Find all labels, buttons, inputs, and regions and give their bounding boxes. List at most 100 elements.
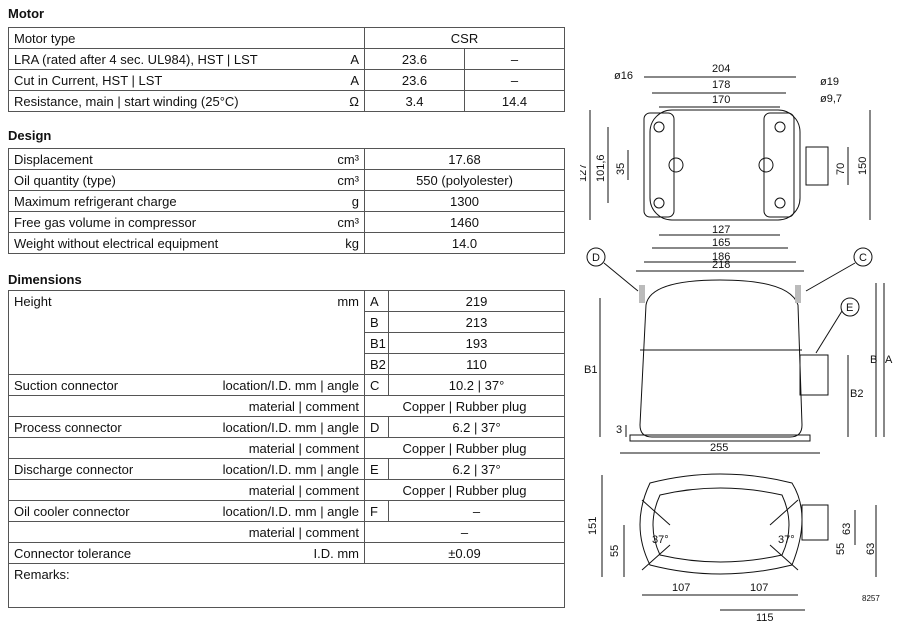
row-unit: g	[351, 193, 359, 209]
connector-value: –	[388, 500, 565, 522]
row-label: Cut in Current, HST | LST	[14, 72, 163, 88]
row-lst: –	[463, 48, 566, 70]
dimensions-title: Dimensions	[8, 272, 82, 287]
row-value: 550 (polyolester)	[364, 169, 565, 191]
callout-e: E	[846, 302, 853, 314]
connector-key: D	[364, 416, 389, 438]
connector-unit: material | comment	[8, 479, 365, 501]
connector-value: Copper | Rubber plug	[364, 395, 565, 417]
height-key: A	[364, 290, 389, 312]
height-label: Height	[14, 294, 52, 309]
tolerance-label: Connector tolerance	[14, 545, 132, 561]
connector-value: Copper | Rubber plug	[364, 479, 565, 501]
row-lst: 14.4	[463, 90, 566, 112]
dim-label: A	[885, 354, 893, 366]
dim-label: ø16	[614, 70, 633, 82]
dim-label: ø9,7	[820, 93, 842, 105]
connector-unit: location/I.D. mm | angle	[222, 461, 359, 477]
table-row: material | comment Copper | Rubber plug	[8, 395, 565, 417]
connector-value: –	[364, 521, 565, 543]
dim-label: 150	[857, 157, 869, 175]
dim-label: 178	[712, 79, 730, 91]
row-label: Free gas volume in compressor	[14, 214, 197, 230]
connector-unit: location/I.D. mm | angle	[222, 503, 359, 519]
dim-label: 55	[835, 543, 847, 555]
row-label: Maximum refrigerant charge	[14, 193, 177, 209]
bottom-view-body	[639, 473, 803, 575]
connector-key: E	[364, 458, 389, 480]
dim-label: 115	[756, 612, 774, 624]
row-value: 1300	[364, 190, 565, 212]
table-row: Remarks:	[8, 563, 565, 608]
height-unit: mm	[337, 294, 359, 309]
table-row: Process connector location/I.D. mm | angl…	[8, 416, 565, 438]
dim-label: 37°	[652, 534, 669, 546]
height-key: B	[364, 311, 389, 333]
height-value: 193	[388, 332, 565, 354]
motor-table: Motor type CSR LRA (rated after 4 sec. U…	[8, 27, 566, 112]
table-row: Height mm A 219	[8, 290, 565, 375]
dim-label: 151	[587, 517, 599, 535]
row-label: Displacement	[14, 151, 93, 167]
callout-d: D	[592, 252, 600, 264]
motor-type-label: Motor type	[8, 27, 365, 49]
dim-label: 107	[672, 582, 690, 594]
row-value: 14.0	[364, 232, 565, 254]
dim-label: 63	[841, 523, 853, 535]
dim-label: B2	[850, 388, 863, 400]
row-hst: 23.6	[364, 69, 465, 91]
connector-label: Process connector	[14, 419, 122, 435]
row-lst: –	[463, 69, 566, 91]
row-unit: cm³	[337, 151, 359, 167]
dim-label: B	[870, 354, 877, 366]
connector-key: C	[364, 374, 389, 396]
row-label: LRA (rated after 4 sec. UL984), HST | LS…	[14, 51, 258, 67]
callout-e-marker	[840, 297, 860, 317]
side-view-body	[639, 279, 803, 438]
dim-label: 55	[609, 545, 621, 557]
dim-label: 165	[712, 237, 730, 249]
dim-label: 107	[750, 582, 768, 594]
reference-code: 8257	[862, 594, 880, 603]
row-hst: 3.4	[364, 90, 465, 112]
connector-label: Oil cooler connector	[14, 503, 130, 519]
row-hst: 23.6	[364, 48, 465, 70]
dim-label: B1	[584, 364, 597, 376]
row-label: Weight without electrical equipment	[14, 235, 219, 251]
table-row: material | comment Copper | Rubber plug	[8, 437, 565, 459]
height-key: B1	[364, 332, 389, 354]
connector-unit: location/I.D. mm | angle	[222, 419, 359, 435]
dim-label: 127	[580, 164, 589, 182]
remarks-label: Remarks:	[8, 563, 565, 608]
motor-title: Motor	[8, 6, 45, 21]
height-value: 213	[388, 311, 565, 333]
tolerance-unit: I.D. mm	[313, 545, 360, 561]
dim-label: 255	[710, 442, 728, 454]
table-row: material | comment Copper | Rubber plug	[8, 479, 565, 501]
table-row: material | comment –	[8, 521, 565, 543]
table-row: LRA (rated after 4 sec. UL984), HST | LS…	[8, 48, 566, 70]
dim-label: 35	[615, 163, 627, 175]
row-unit: cm³	[337, 172, 359, 188]
dim-label: ø19	[820, 76, 839, 88]
dim-label: 70	[835, 163, 847, 175]
row-unit: A	[350, 72, 359, 88]
table-row: Oil cooler connector location/I.D. mm | a…	[8, 500, 565, 522]
row-unit: cm³	[337, 214, 359, 230]
table-row: Resistance, main | start winding (25°C)Ω…	[8, 90, 566, 112]
height-value: 219	[388, 290, 565, 312]
dim-label: 101,6	[595, 154, 607, 182]
row-value: 17.68	[364, 148, 565, 170]
compressor-drawing: 204 178 170 ø16 ø19 ø9,7 127 101,6 35 70…	[580, 63, 893, 624]
table-row: Oil quantity (type)cm³ 550 (polyolester)	[8, 169, 565, 191]
dim-label: 218	[712, 259, 730, 271]
motor-type-value: CSR	[363, 27, 566, 49]
connector-label: Suction connector	[14, 377, 119, 393]
height-value: 110	[388, 353, 565, 375]
connector-key: F	[364, 500, 389, 522]
connector-unit: material | comment	[8, 521, 365, 543]
